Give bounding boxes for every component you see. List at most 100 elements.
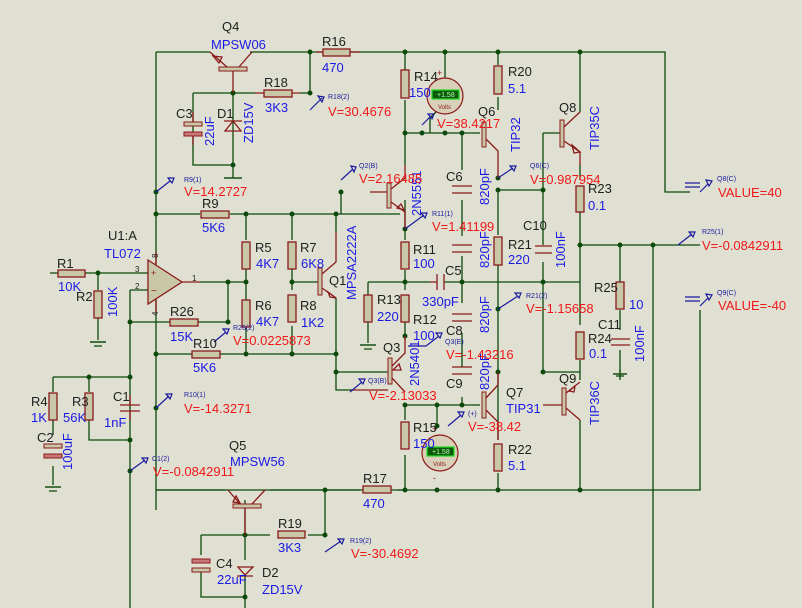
junctions bbox=[86, 49, 656, 600]
probe-icon bbox=[349, 378, 366, 393]
reference-labels: Q4 R16 R18 C3 D1 R9 U1:A R1 R2 R5 R6 R7 … bbox=[31, 19, 621, 580]
transistor-q8[interactable] bbox=[559, 111, 582, 165]
label-c4-value: 22uF bbox=[217, 572, 247, 587]
zener-d2[interactable] bbox=[236, 566, 255, 577]
capacitor-c9[interactable] bbox=[452, 366, 472, 375]
label-r20-value: 5.1 bbox=[508, 81, 526, 96]
resistor-r3[interactable] bbox=[84, 392, 94, 421]
pin-2: 2 bbox=[135, 282, 140, 291]
probe-icon bbox=[677, 231, 696, 246]
probe-q3b-label: Q3(B) bbox=[368, 378, 387, 385]
resistor-r20[interactable] bbox=[493, 65, 503, 95]
voltmeter-top[interactable]: +1.58 Volts + - bbox=[426, 68, 464, 130]
transistor-q2[interactable] bbox=[370, 165, 406, 229]
label-r3-value: 56K bbox=[63, 410, 86, 425]
voltmeter-bottom[interactable]: +1.58 Volts + - bbox=[421, 424, 459, 483]
transistor-q6[interactable] bbox=[481, 121, 499, 178]
resistor-r18[interactable] bbox=[263, 89, 293, 98]
capacitor-c8[interactable] bbox=[452, 313, 472, 322]
probe-c1-label: C1(2) bbox=[152, 456, 170, 463]
resistor-r21[interactable] bbox=[493, 236, 503, 266]
resistor-r17[interactable] bbox=[362, 485, 392, 494]
transistor-q4[interactable] bbox=[209, 51, 253, 93]
probe-q3e-value: V=-1.43216 bbox=[446, 347, 514, 362]
zener-d1[interactable] bbox=[223, 119, 243, 132]
probe-r26-label: R26(2) bbox=[233, 325, 254, 332]
opamp-u1[interactable]: + − bbox=[147, 252, 200, 312]
label-q3-ref: Q3 bbox=[383, 340, 400, 355]
capacitor-c7[interactable] bbox=[452, 244, 472, 253]
label-q5-value: MPSW56 bbox=[230, 454, 285, 469]
probe-icon bbox=[404, 212, 428, 230]
probe-r18-value: V=30.4676 bbox=[328, 104, 391, 119]
transistor-q5[interactable] bbox=[227, 489, 266, 535]
transistor-q7[interactable] bbox=[481, 372, 499, 440]
resistor-r26[interactable] bbox=[169, 318, 199, 327]
capacitor-c6[interactable] bbox=[452, 185, 472, 194]
resistor-r23[interactable] bbox=[575, 185, 585, 213]
pin-3: 3 bbox=[135, 265, 140, 274]
voltmeter-bottom-minus: - bbox=[433, 473, 436, 483]
transistor-q3[interactable] bbox=[352, 336, 406, 393]
label-r1-ref: R1 bbox=[57, 256, 74, 271]
resistor-r11[interactable] bbox=[400, 241, 410, 270]
generator-icon bbox=[685, 293, 713, 307]
probe-r9-value: V=14.2727 bbox=[184, 184, 247, 199]
resistor-r24[interactable] bbox=[575, 331, 585, 360]
svg-text:−: − bbox=[151, 286, 157, 297]
label-q8-value: TIP35C bbox=[587, 106, 602, 150]
generator-q9-label: Q9(C) bbox=[717, 290, 736, 297]
label-r4-ref: R4 bbox=[31, 394, 48, 409]
resistor-r9[interactable] bbox=[200, 210, 230, 219]
ground-symbols bbox=[45, 177, 627, 492]
resistor-r22[interactable] bbox=[493, 443, 503, 472]
label-c4-ref: C4 bbox=[216, 556, 233, 571]
label-c9-value: 820pF bbox=[477, 353, 492, 390]
capacitor-c11[interactable] bbox=[611, 338, 630, 346]
label-c7-value: 820pF bbox=[477, 231, 492, 268]
probe-r19-value: V=-30.4692 bbox=[351, 546, 419, 561]
capacitor-c1[interactable] bbox=[120, 395, 140, 420]
transistor-q9[interactable] bbox=[543, 381, 581, 421]
label-r6-ref: R6 bbox=[255, 298, 272, 313]
resistor-r7[interactable] bbox=[287, 241, 297, 270]
label-r3-ref: R3 bbox=[72, 394, 89, 409]
resistor-r8[interactable] bbox=[287, 294, 297, 323]
resistor-r4[interactable] bbox=[48, 392, 58, 421]
capacitor-c2[interactable] bbox=[43, 443, 63, 459]
resistor-r5[interactable] bbox=[241, 241, 251, 270]
probe-q6-label: Q6(C) bbox=[530, 163, 549, 170]
probe-r10-value: V=-14.3271 bbox=[184, 401, 252, 416]
resistor-r10[interactable] bbox=[191, 350, 221, 359]
probe-q7-value: V=-38.42 bbox=[468, 419, 521, 434]
resistor-r19[interactable] bbox=[277, 530, 306, 539]
resistor-r15[interactable] bbox=[400, 421, 410, 450]
resistor-r6[interactable] bbox=[241, 299, 251, 328]
label-q2-value: 2N5551 bbox=[409, 170, 424, 216]
label-r15-ref: R15 bbox=[413, 420, 437, 435]
label-q4-value: MPSW06 bbox=[211, 37, 266, 52]
capacitor-c3[interactable] bbox=[183, 112, 203, 145]
resistor-r25[interactable] bbox=[615, 281, 625, 310]
resistor-r2[interactable] bbox=[93, 290, 103, 319]
capacitor-c10[interactable] bbox=[535, 245, 552, 254]
transistor-q1[interactable] bbox=[317, 232, 337, 299]
probe-icon bbox=[497, 165, 517, 179]
label-c8-value: 820pF bbox=[477, 296, 492, 333]
label-r23-ref: R23 bbox=[588, 181, 612, 196]
probe-q6-value: V=0.987954 bbox=[530, 172, 600, 187]
label-r8-ref: R8 bbox=[300, 298, 317, 313]
resistor-r12[interactable] bbox=[400, 294, 410, 323]
resistor-r14[interactable] bbox=[400, 69, 410, 99]
label-c1-value: 1nF bbox=[104, 415, 126, 430]
resistor-r13[interactable] bbox=[363, 294, 373, 323]
capacitor-c5[interactable] bbox=[430, 274, 445, 290]
resistor-r1[interactable] bbox=[57, 269, 86, 278]
resistor-r16[interactable] bbox=[322, 48, 351, 57]
capacitor-c4[interactable] bbox=[191, 558, 211, 573]
label-c10-ref: C10 bbox=[523, 218, 547, 233]
probe-r26-value: V=0.0225873 bbox=[233, 333, 311, 348]
label-r19-ref: R19 bbox=[278, 516, 302, 531]
label-q7-value: TIP31 bbox=[506, 401, 541, 416]
